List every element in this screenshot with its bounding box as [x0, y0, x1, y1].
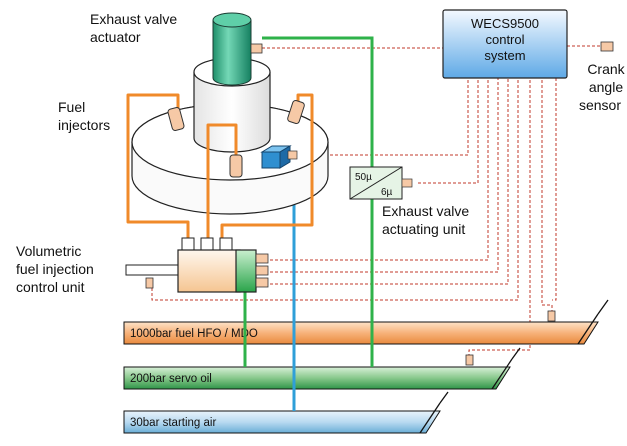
- actuator-position-sensor: [250, 43, 263, 54]
- crank-angle-sensor: [600, 41, 614, 52]
- label-exhaust-actuating-2: actuating unit: [382, 221, 465, 237]
- label-volumetric-3: control unit: [16, 279, 85, 295]
- label-exhaust-actuating-1: Exhaust valve: [382, 203, 469, 219]
- label-crank-2: angle: [589, 79, 623, 95]
- control-system-line-3: system: [484, 48, 525, 63]
- signal-lines: [151, 45, 601, 362]
- wecs-control-system: WECS9500 control system: [442, 9, 568, 79]
- valve-box-top-label: 50µ: [355, 172, 372, 183]
- rail-hfo-label: 1000bar fuel HFO / MDO: [130, 328, 258, 340]
- volumetric-control-unit: [125, 237, 269, 293]
- rail-air-label: 30bar starting air: [130, 417, 216, 429]
- rail-pressure-sensor: [547, 310, 556, 322]
- label-fuel-injectors-2: injectors: [58, 117, 110, 133]
- rail-servo: 200bar servo oil: [123, 347, 521, 390]
- label-crank-3: sensor: [579, 97, 621, 113]
- rail-hfo: 1000bar fuel HFO / MDO: [123, 299, 609, 345]
- rail-air: 30bar starting air: [123, 391, 449, 434]
- label-volumetric-1: Volumetric: [16, 243, 81, 259]
- valve-box-bottom-label: 6µ: [381, 187, 393, 198]
- control-system-line-2: control: [485, 32, 524, 47]
- label-exhaust-valve-actuator-1: Exhaust valve: [90, 11, 177, 27]
- starting-air-valve: [260, 145, 298, 169]
- label-crank-1: Crank: [587, 61, 625, 77]
- label-fuel-injectors-1: Fuel: [58, 99, 85, 115]
- label-exhaust-valve-actuator-2: actuator: [90, 29, 141, 45]
- exhaust-actuating-unit: 50µ 6µ: [349, 166, 413, 200]
- fuel-lines: [126, 93, 314, 240]
- label-volumetric-2: fuel injection: [16, 261, 94, 277]
- fuel-injectors: [167, 99, 305, 178]
- servo-oil-line: [243, 36, 374, 367]
- rail-servo-label: 200bar servo oil: [130, 373, 212, 385]
- servo-pressure-sensor: [465, 354, 474, 366]
- control-system-line-1: WECS9500: [471, 16, 539, 31]
